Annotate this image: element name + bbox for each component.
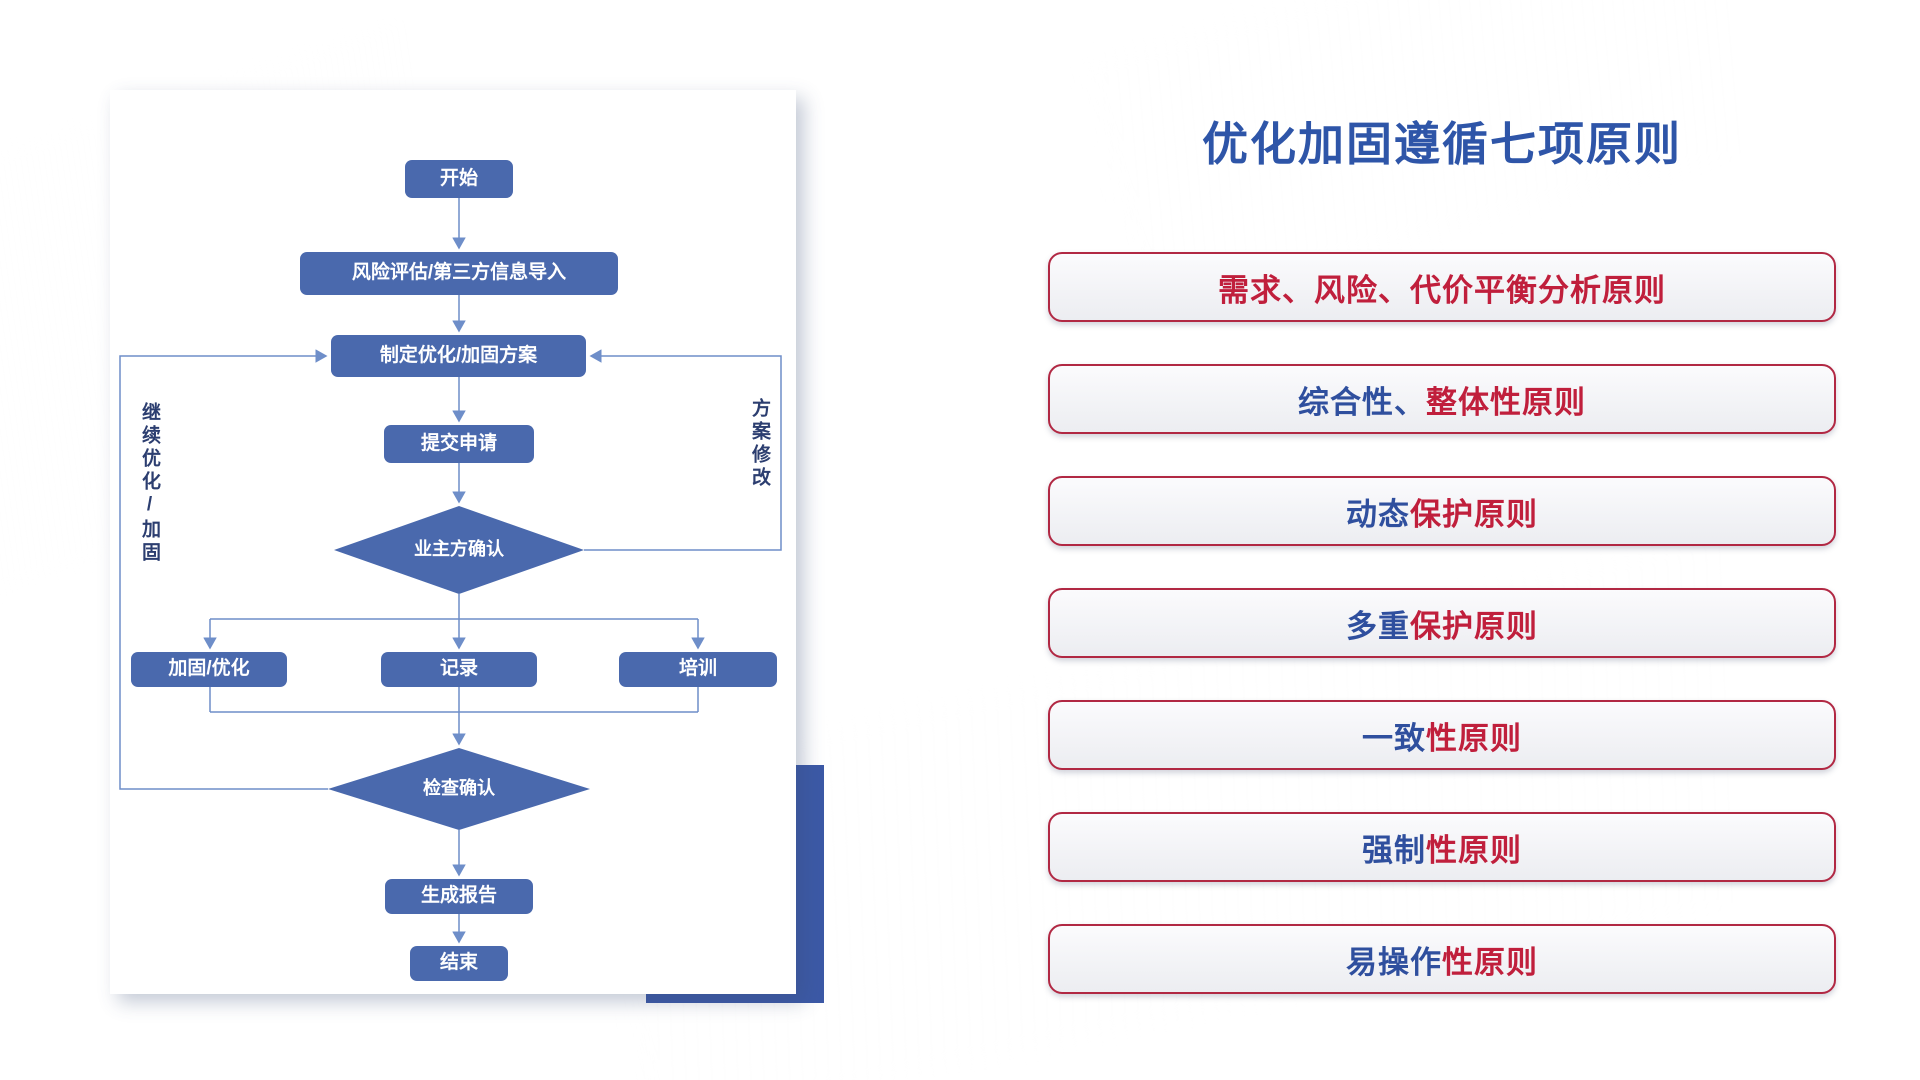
principle-text-segment: 整体性原则 (1426, 384, 1586, 420)
principle-pill: 综合性、整体性原则 (1048, 364, 1836, 434)
principle-text-segment: 性原则 (1426, 832, 1522, 868)
principle-text-segment: 综合性、 (1298, 384, 1426, 420)
principle-pill: 动态保护原则 (1048, 476, 1836, 546)
principle-text-segment: 需求、风险、代价平衡分析原则 (1218, 272, 1666, 308)
principle-pill: 多重保护原则 (1048, 588, 1836, 658)
principle-text-segment: 性原则 (1442, 944, 1538, 980)
flow-node-make-plan: 制定优化/加固方案 (331, 335, 586, 377)
flow-label-plan-revision: 方案修改 (749, 398, 770, 490)
principle-text-segment: 易操作 (1346, 944, 1442, 980)
principle-pill: 需求、风险、代价平衡分析原则 (1048, 252, 1836, 322)
flowchart-card: 开始 风险评估/第三方信息导入 制定优化/加固方案 提交申请 业主方确认 加固/… (110, 90, 796, 994)
principles-panel: 优化加固遵循七项原则 需求、风险、代价平衡分析原则综合性、整体性原则动态保护原则… (1048, 108, 1836, 994)
flow-node-training: 培训 (619, 652, 777, 687)
flow-node-report: 生成报告 (385, 879, 533, 914)
flow-node-risk-import: 风险评估/第三方信息导入 (300, 252, 618, 295)
flow-label-continue-loop: 继续优化/加固 (139, 402, 160, 565)
flow-node-end: 结束 (410, 946, 508, 981)
principle-text-segment: 性原则 (1426, 720, 1522, 756)
principle-pill: 强制性原则 (1048, 812, 1836, 882)
flow-node-submit: 提交申请 (384, 425, 534, 463)
flow-node-record: 记录 (381, 652, 537, 687)
principle-text-segment: 多重 (1346, 608, 1410, 644)
principle-pill: 易操作性原则 (1048, 924, 1836, 994)
principle-text-segment: 一致 (1362, 720, 1426, 756)
principle-text-segment: 保护原则 (1410, 608, 1538, 644)
flow-node-start: 开始 (405, 160, 513, 198)
flow-node-harden: 加固/优化 (131, 652, 287, 687)
principles-list: 需求、风险、代价平衡分析原则综合性、整体性原则动态保护原则多重保护原则一致性原则… (1048, 252, 1836, 994)
flow-connector-lines (119, 198, 782, 944)
principle-text-segment: 动态 (1346, 496, 1410, 532)
principle-text-segment: 强制 (1362, 832, 1426, 868)
principle-text-segment: 保护原则 (1410, 496, 1538, 532)
panel-title: 优化加固遵循七项原则 (1202, 118, 1682, 170)
principle-pill: 一致性原则 (1048, 700, 1836, 770)
